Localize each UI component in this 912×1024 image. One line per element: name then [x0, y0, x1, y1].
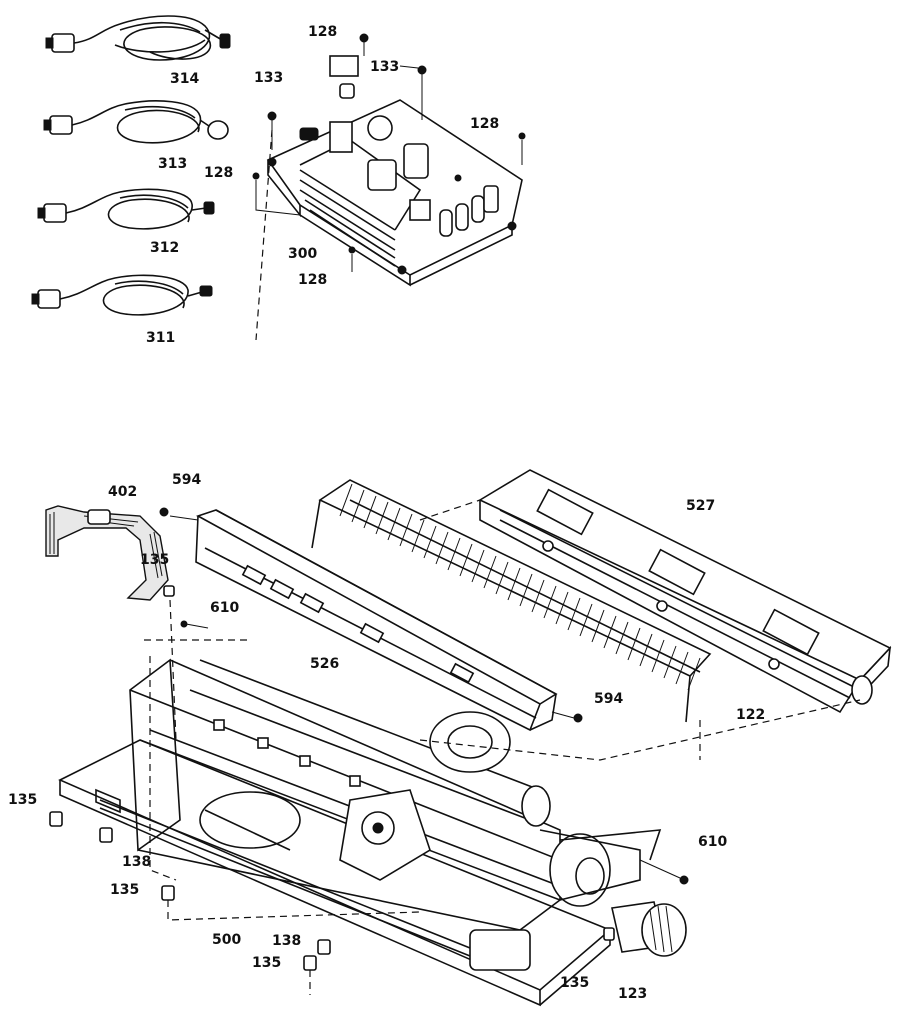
- paper-guide-526: [195, 509, 558, 732]
- label-135-lower: 135: [110, 882, 139, 898]
- label-594-top: 594: [172, 472, 201, 488]
- label-138-bottom: 138: [272, 933, 301, 949]
- label-610-right: 610: [698, 834, 727, 850]
- screws-bottom: [49, 499, 861, 995]
- label-527: 527: [686, 498, 715, 514]
- label-313: 313: [158, 156, 187, 172]
- ribbon-cable-402: [45, 505, 169, 601]
- power-cord-312: [37, 188, 215, 230]
- label-128-right: 128: [470, 116, 499, 132]
- label-594-right: 594: [594, 691, 623, 707]
- label-128-left: 128: [204, 165, 233, 181]
- label-138-left: 138: [122, 854, 151, 870]
- part-number-labels: 314 313 312 311 128 133 133 128 128 300 …: [8, 24, 765, 1002]
- label-122: 122: [736, 707, 765, 723]
- label-133-left: 133: [254, 70, 283, 86]
- label-135-bottom: 135: [252, 955, 281, 971]
- power-cord-311: [31, 274, 213, 316]
- label-133-right: 133: [370, 59, 399, 75]
- power-supply-unit-300: [266, 55, 523, 287]
- printer-chassis-500: [58, 658, 687, 1007]
- label-312: 312: [150, 240, 179, 256]
- label-300: 300: [288, 246, 317, 262]
- label-500: 500: [212, 932, 241, 948]
- label-311: 311: [146, 330, 175, 346]
- label-135-left: 135: [8, 792, 37, 808]
- tractor-assembly-527: [478, 469, 892, 714]
- label-128-bottom: 128: [298, 272, 327, 288]
- power-cord-314: [45, 15, 231, 61]
- label-610-left: 610: [210, 600, 239, 616]
- label-128-top: 128: [308, 24, 337, 40]
- label-135-cable: 135: [140, 552, 169, 568]
- label-135-right: 135: [560, 975, 589, 991]
- tractor-comb-122: [311, 479, 712, 723]
- screws-top: [252, 33, 526, 341]
- label-314: 314: [170, 71, 199, 87]
- label-402: 402: [108, 484, 137, 500]
- label-526: 526: [310, 656, 339, 672]
- label-123: 123: [618, 986, 647, 1002]
- power-cord-313: [43, 100, 229, 144]
